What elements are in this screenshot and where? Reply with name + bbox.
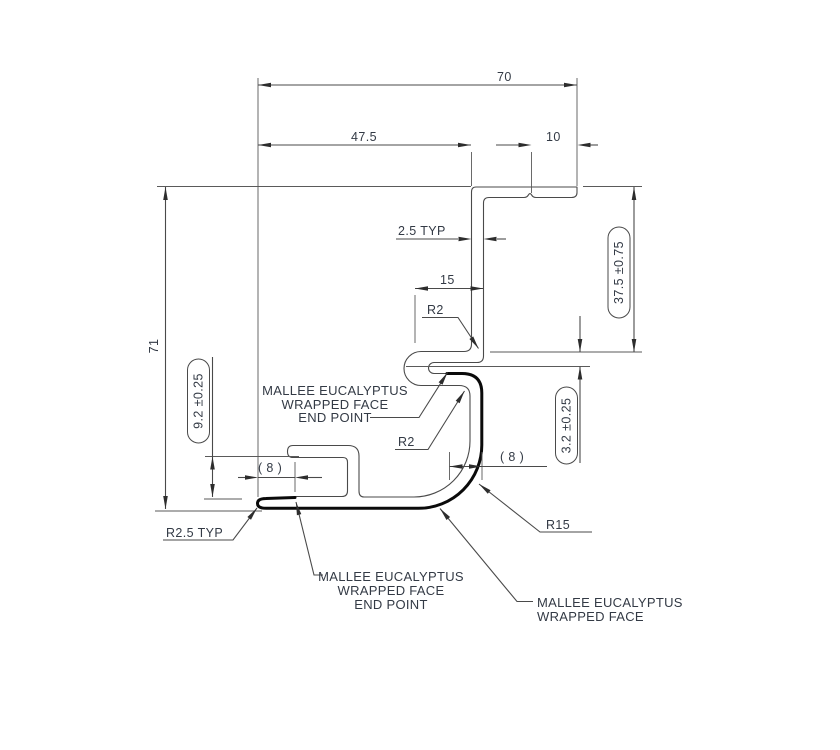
dim-hook-width-label: 15 bbox=[440, 273, 455, 287]
tolerance-capsule bbox=[607, 226, 631, 319]
leader-line bbox=[422, 316, 479, 349]
arrowhead bbox=[577, 339, 583, 352]
note-line: MALLEE EUCALYPTUS bbox=[318, 569, 464, 584]
arrowhead bbox=[631, 339, 637, 352]
radius-hook-top-label: R2 bbox=[427, 303, 444, 317]
note-wrapped-face: MALLEE EUCALYPTUS WRAPPED FACE bbox=[439, 508, 683, 624]
arrowhead bbox=[518, 142, 532, 148]
dim-kick-height: 9.2 ±0.25 bbox=[187, 357, 299, 500]
dim-flange-width-label: 10 bbox=[546, 130, 561, 144]
dim-overall-width: 70 bbox=[257, 70, 578, 497]
profile-inner-path bbox=[257, 193, 572, 509]
arrowhead bbox=[577, 142, 591, 148]
arrowhead bbox=[296, 502, 302, 516]
arrowhead bbox=[163, 496, 168, 509]
arrowhead bbox=[564, 82, 577, 88]
dim-ref-right-label: ( 8 ) bbox=[500, 450, 524, 464]
arrowhead bbox=[440, 508, 451, 520]
note-line: END POINT bbox=[354, 597, 427, 612]
tolerance-capsule bbox=[555, 386, 578, 465]
note-mid-end-point: MALLEE EUCALYPTUS WRAPPED FACE END POINT bbox=[262, 372, 448, 425]
wrapped-face-thick-line bbox=[255, 372, 484, 510]
dim-overall-height-label: 71 bbox=[147, 339, 161, 354]
arrowhead bbox=[210, 484, 215, 497]
dim-flange-width: 10 bbox=[496, 130, 598, 193]
note-line: END POINT bbox=[298, 410, 371, 425]
dim-hook-width: 15 bbox=[414, 273, 484, 343]
arrowhead bbox=[631, 187, 637, 200]
arrowhead bbox=[577, 366, 583, 380]
leader-line bbox=[395, 390, 465, 451]
tolerance-capsule bbox=[187, 358, 210, 444]
arrowhead bbox=[258, 142, 271, 148]
dim-right-height: 37.5 ±0.75 bbox=[490, 186, 642, 353]
note-line: WRAPPED FACE bbox=[338, 583, 445, 598]
dim-overall-width-label: 70 bbox=[497, 70, 512, 84]
profile-outer-path bbox=[286, 186, 577, 498]
arrowhead bbox=[469, 336, 479, 349]
dim-slot-offset-label: 3.2 ±0.25 bbox=[560, 398, 574, 454]
leader-radius-hook-bottom: R2 bbox=[395, 390, 465, 451]
note-line: MALLEE EUCALYPTUS bbox=[537, 595, 683, 610]
dim-ref-right: ( 8 ) bbox=[449, 450, 547, 480]
arrowhead bbox=[163, 187, 168, 200]
dim-upper-width: 47.5 bbox=[258, 130, 472, 186]
arrowhead bbox=[247, 508, 257, 520]
note-line: WRAPPED FACE bbox=[282, 397, 389, 412]
note-line: WRAPPED FACE bbox=[537, 609, 644, 624]
arrowhead bbox=[415, 286, 428, 291]
dim-wall-thickness-label: 2.5 TYP bbox=[398, 224, 446, 238]
arrowhead bbox=[295, 475, 308, 480]
dim-right-height-label: 37.5 ±0.75 bbox=[612, 241, 626, 304]
leader-line bbox=[478, 483, 592, 533]
arrowhead bbox=[455, 391, 465, 404]
arrowhead bbox=[479, 484, 491, 494]
arrowhead bbox=[470, 286, 484, 291]
leader-line bbox=[370, 372, 448, 419]
note-line: MALLEE EUCALYPTUS bbox=[262, 383, 408, 398]
dim-ref-left: ( 8 ) bbox=[238, 461, 322, 492]
dim-upper-width-label: 47.5 bbox=[351, 130, 377, 144]
arrowhead bbox=[469, 464, 482, 469]
profile-end-cap-path bbox=[571, 186, 578, 199]
arrowhead bbox=[458, 236, 472, 242]
radius-bottom-corner-label: R15 bbox=[546, 518, 570, 532]
arrowhead bbox=[483, 236, 497, 242]
arrowhead bbox=[245, 475, 258, 480]
arrowhead bbox=[210, 456, 215, 470]
leader-radius-bottom-corner: R15 bbox=[478, 483, 592, 533]
note-bottom-end-point: MALLEE EUCALYPTUS WRAPPED FACE END POINT bbox=[295, 501, 464, 612]
arrowhead bbox=[458, 142, 471, 148]
radius-hook-bottom-label: R2 bbox=[398, 435, 415, 449]
dim-slot-offset: 3.2 ±0.25 bbox=[406, 316, 590, 465]
leader-line bbox=[295, 501, 323, 576]
dim-kick-height-label: 9.2 ±0.25 bbox=[192, 373, 206, 429]
dim-overall-height: 71 bbox=[147, 186, 471, 512]
leader-radius-end-cap: R2.5 TYP bbox=[163, 507, 258, 541]
arrowhead bbox=[258, 82, 271, 88]
leader-radius-hook-top: R2 bbox=[422, 303, 479, 349]
arrowhead bbox=[449, 464, 463, 469]
dim-ref-left-label: ( 8 ) bbox=[258, 461, 282, 475]
dim-wall-thickness: 2.5 TYP bbox=[396, 224, 506, 242]
radius-end-cap-label: R2.5 TYP bbox=[166, 526, 223, 540]
arrowhead bbox=[438, 372, 448, 385]
leader-line bbox=[163, 507, 258, 541]
leader-line bbox=[439, 508, 533, 603]
